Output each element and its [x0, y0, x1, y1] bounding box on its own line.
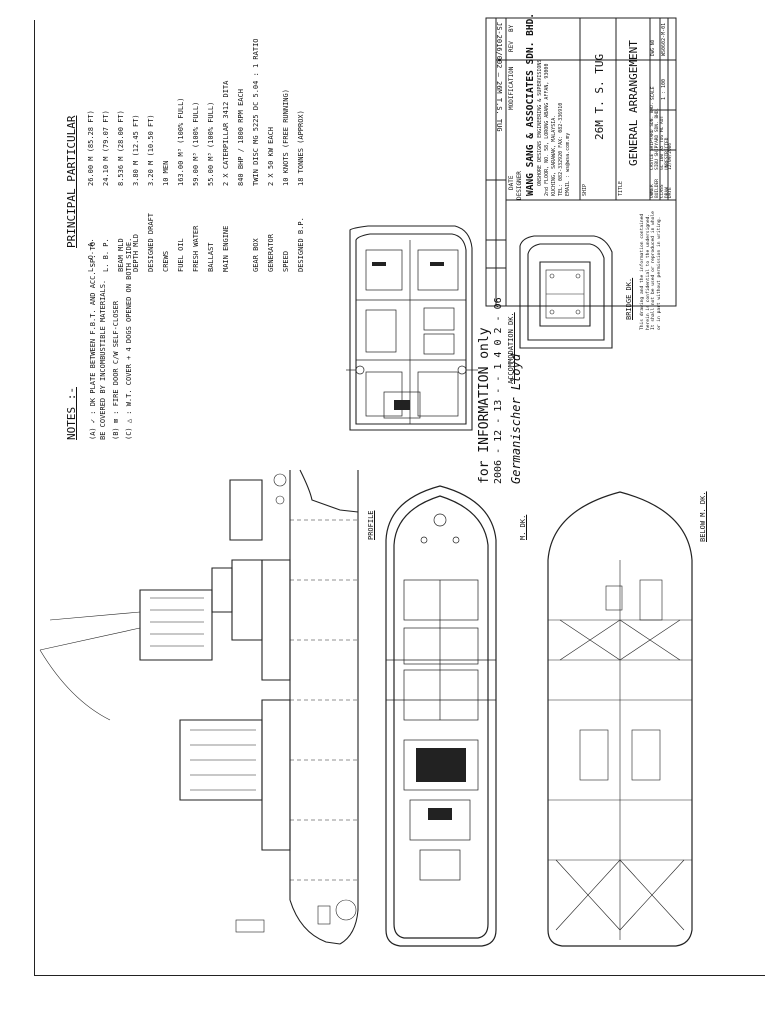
label-below-main-deck: BELOW M. DK.	[699, 491, 707, 542]
sheet-border	[34, 20, 765, 976]
